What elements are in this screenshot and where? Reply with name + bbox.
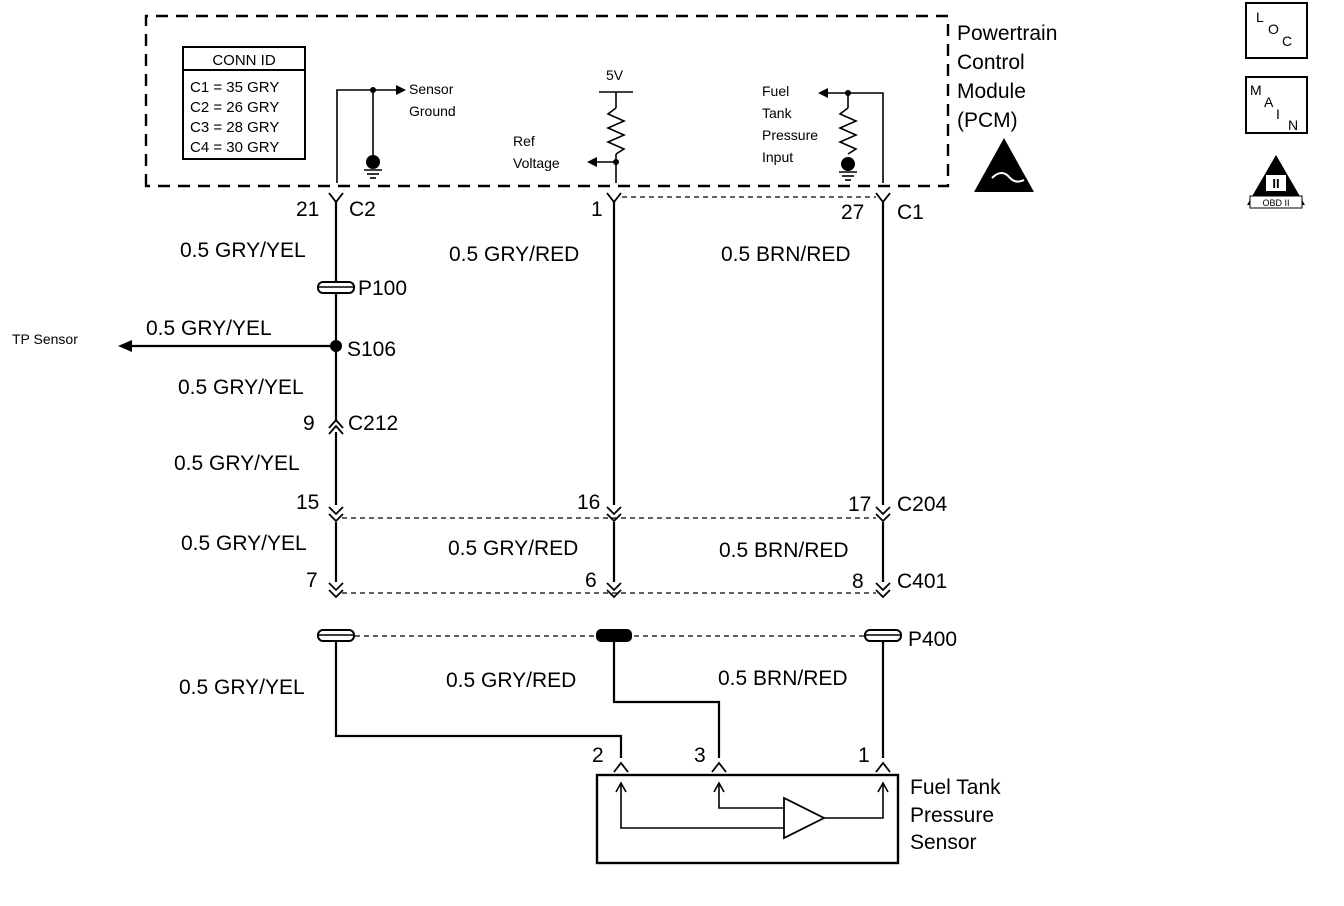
svg-text:Module: Module xyxy=(957,80,1026,103)
svg-text:L: L xyxy=(1256,9,1264,25)
splice-p100 xyxy=(317,281,355,294)
svg-text:Powertrain: Powertrain xyxy=(957,22,1057,45)
gry-red-wire xyxy=(612,640,721,758)
connector-terminals xyxy=(328,192,891,773)
svg-text:Sensor: Sensor xyxy=(910,831,977,854)
svg-text:Ground: Ground xyxy=(409,103,456,119)
obd-ii-badge[interactable]: II OBD II xyxy=(1247,155,1305,209)
wire-label: 0.5 GRY/RED xyxy=(448,537,578,560)
connector-label: C2 xyxy=(349,198,376,221)
pin-label: 8 xyxy=(852,570,864,593)
pin-label: 3 xyxy=(694,744,706,767)
pin-label: 1 xyxy=(591,198,603,221)
ftp-input-circuit: Fuel Tank Pressure Input xyxy=(762,83,884,183)
resistor-icon xyxy=(606,107,626,155)
conn-id-table: CONN ID C1 = 35 GRY C2 = 26 GRY C3 = 28 … xyxy=(182,46,306,160)
wire-label: 0.5 GRY/YEL xyxy=(178,376,304,399)
svg-text:(PCM): (PCM) xyxy=(957,109,1018,132)
svg-text:A: A xyxy=(1264,94,1274,110)
gry-yel-wire xyxy=(334,640,623,758)
svg-text:5V: 5V xyxy=(606,67,624,83)
wire-label: 0.5 BRN/RED xyxy=(719,539,849,562)
sensor-ground-circuit: Sensor Ground xyxy=(336,81,456,183)
conn-id-row: C2 = 26 GRY xyxy=(190,99,279,116)
splice-p400-packs xyxy=(317,629,902,642)
svg-text:Fuel Tank: Fuel Tank xyxy=(910,776,1001,799)
resistor-icon xyxy=(838,107,858,155)
amplifier-icon xyxy=(783,796,827,840)
connector-label: C401 xyxy=(897,570,947,593)
svg-text:Sensor: Sensor xyxy=(409,81,454,97)
svg-text:Control: Control xyxy=(957,51,1025,74)
ground-symbol-icon xyxy=(366,155,380,169)
connector-label: C1 xyxy=(897,201,924,224)
svg-text:Voltage: Voltage xyxy=(513,155,560,171)
svg-text:Tank: Tank xyxy=(762,105,793,121)
wire-label: 0.5 GRY/RED xyxy=(446,669,576,692)
arrow-left-icon xyxy=(118,340,132,352)
pin-label: 15 xyxy=(296,491,319,514)
svg-text:Fuel: Fuel xyxy=(762,83,789,99)
wire-label: 0.5 BRN/RED xyxy=(718,667,848,690)
pin-label: 7 xyxy=(306,569,318,592)
pin-label: 9 xyxy=(303,412,315,435)
conn-id-row: C4 = 30 GRY xyxy=(190,139,279,156)
wire-label: 0.5 GRY/YEL xyxy=(146,317,272,340)
pin-label: 27 xyxy=(841,201,864,224)
svg-text:N: N xyxy=(1288,117,1298,133)
pin-label: 2 xyxy=(592,744,604,767)
svg-text:OBD II: OBD II xyxy=(1262,198,1289,208)
pin-label: 21 xyxy=(296,198,319,221)
svg-text:I: I xyxy=(1276,106,1280,122)
tp-sensor-label: TP Sensor xyxy=(12,331,78,347)
splice-label: S106 xyxy=(347,338,396,361)
reference-voltage-circuit: 5V Ref Voltage xyxy=(513,67,633,183)
wire-label: 0.5 GRY/YEL xyxy=(180,239,306,262)
fuel-tank-pressure-sensor xyxy=(595,773,900,865)
pin-label: 1 xyxy=(858,744,870,767)
wire-label: 0.5 GRY/YEL xyxy=(181,532,307,555)
svg-text:M: M xyxy=(1250,82,1262,98)
conn-id-row: C1 = 35 GRY xyxy=(190,79,279,96)
wire-label: 0.5 GRY/RED xyxy=(449,243,579,266)
wire-label: 0.5 GRY/YEL xyxy=(179,676,305,699)
esd-warning-icon xyxy=(974,138,1034,192)
conn-id-header: CONN ID xyxy=(212,52,276,69)
splice-s106-dot xyxy=(330,340,342,352)
pin-label: 16 xyxy=(577,491,600,514)
svg-text:II: II xyxy=(1272,176,1279,191)
wire-label: 0.5 BRN/RED xyxy=(721,243,851,266)
svg-text:Pressure: Pressure xyxy=(910,804,994,827)
pin-label: 6 xyxy=(585,569,597,592)
svg-text:Input: Input xyxy=(762,149,793,165)
splice-label: P400 xyxy=(908,628,957,651)
svg-text:Ref: Ref xyxy=(513,133,535,149)
pcm-boundary xyxy=(144,14,950,188)
connector-label: C212 xyxy=(348,412,398,435)
sensor-title: Fuel Tank Pressure Sensor xyxy=(910,776,1001,854)
conn-id-row: C3 = 28 GRY xyxy=(190,119,279,136)
pcm-title: Powertrain Control Module (PCM) xyxy=(957,22,1057,132)
loc-badge[interactable]: L O C xyxy=(1245,2,1308,59)
wire-label: 0.5 GRY/YEL xyxy=(174,452,300,475)
ground-symbol-icon xyxy=(841,157,855,171)
pin-label: 17 xyxy=(848,493,871,516)
svg-text:Pressure: Pressure xyxy=(762,127,818,143)
main-badge[interactable]: M A I N xyxy=(1245,76,1308,134)
connector-label: C204 xyxy=(897,493,948,516)
svg-text:O: O xyxy=(1268,21,1279,37)
splice-label: P100 xyxy=(358,277,407,300)
svg-text:C: C xyxy=(1282,33,1292,49)
